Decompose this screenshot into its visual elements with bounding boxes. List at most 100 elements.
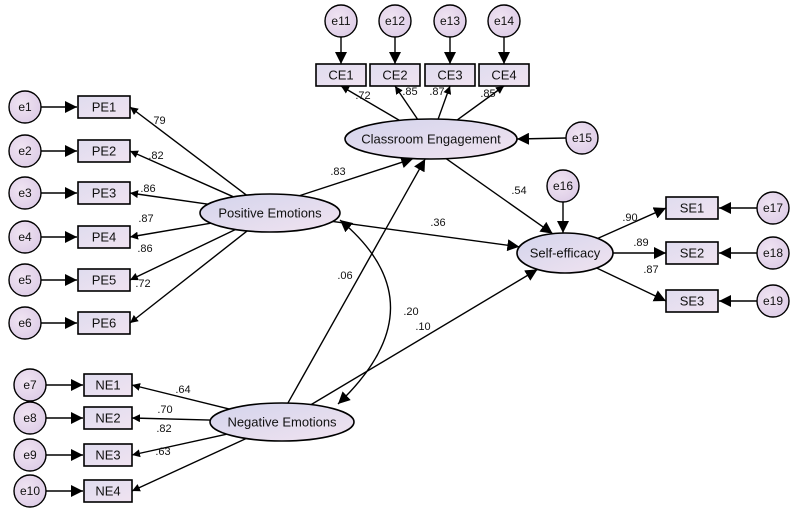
- error-e12-label: e12: [385, 14, 405, 28]
- ce-loading-arrow-2: [394, 85, 419, 120]
- error-e6-label: e6: [18, 316, 32, 330]
- pe5-loading-value: .86: [137, 243, 152, 255]
- ne3-loading-value: .82: [156, 423, 171, 435]
- positive-emotions-ellipse: [199, 193, 341, 233]
- se2-loading-value: .89: [633, 237, 648, 249]
- ce2-indicator-label: CE2: [382, 67, 407, 82]
- se3-loading-value: .87: [643, 264, 658, 276]
- pe1-indicator-box: [77, 95, 131, 119]
- pe1-indicator-label: PE1: [92, 99, 117, 114]
- covariance-pe-ne-arc: [337, 219, 392, 405]
- ne1-indicator-label: NE1: [95, 377, 120, 392]
- error-e7-label: e7: [23, 378, 37, 392]
- path-pe-to-se: [332, 220, 520, 252]
- error-e10-label: e10: [20, 484, 40, 498]
- positive-emotions-label: Positive Emotions: [218, 205, 322, 220]
- ce4-loading-value: .85: [480, 88, 495, 100]
- path-pe-se-value: .36: [430, 217, 445, 229]
- error-e11-label: e11: [331, 14, 350, 28]
- error-e9-circle: [13, 438, 47, 472]
- error-e4-circle: [8, 220, 42, 254]
- pe-loading-arrow-6: [129, 230, 248, 324]
- ce1-indicator-label: CE1: [328, 67, 353, 82]
- path-ne-se-value: .10: [415, 321, 430, 333]
- se1-loading-value: .90: [622, 212, 637, 224]
- pe4-indicator-label: PE4: [92, 229, 117, 244]
- error-e1-circle: [8, 90, 42, 124]
- pe1-loading-value: .79: [150, 115, 165, 127]
- error-e18-circle: [756, 236, 790, 270]
- ce3-indicator-label: CE3: [437, 67, 462, 82]
- se1-indicator-label: SE1: [680, 200, 705, 215]
- path-ce-se-value: .54: [511, 185, 526, 197]
- ne-loading-arrow-2: [131, 414, 211, 423]
- ne-loading-arrow-4: [131, 437, 247, 492]
- error-e1-label: e1: [18, 100, 32, 114]
- error-e16-label: e16: [553, 179, 573, 193]
- se2-indicator-box: [665, 241, 719, 265]
- error-e3-label: e3: [18, 186, 32, 200]
- ne3-indicator-box: [83, 443, 133, 467]
- pe3-indicator-label: PE3: [92, 185, 117, 200]
- error-e13-circle: [433, 4, 467, 38]
- error-e2-circle: [8, 134, 42, 168]
- error-e7-circle: [13, 368, 47, 402]
- ce3-loading-value: .87: [429, 86, 444, 98]
- path-ne-ce-value: .06: [337, 270, 352, 282]
- ce3-indicator-box: [424, 63, 476, 87]
- error-e8-circle: [13, 401, 47, 435]
- ne1-indicator-box: [83, 373, 133, 397]
- ne-loading-arrow-3: [131, 433, 227, 458]
- path-e15-to-ce: [516, 132, 567, 145]
- self-efficacy-ellipse: [516, 232, 614, 274]
- pe-loading-arrow-3: [129, 190, 209, 205]
- ce4-indicator-label: CE4: [491, 67, 516, 82]
- pe-loading-arrow-5: [129, 228, 236, 281]
- pe4-loading-value: .87: [138, 213, 153, 225]
- se-loading-arrow-3: [596, 267, 667, 302]
- ne4-indicator-label: NE4: [95, 483, 120, 498]
- error-e11-circle: [324, 4, 358, 38]
- path-pe-to-ce: [299, 156, 414, 197]
- ne4-loading-value: .63: [155, 446, 170, 458]
- error-e14-circle: [487, 4, 521, 38]
- pe2-indicator-label: PE2: [92, 143, 117, 158]
- pe4-indicator-box: [77, 225, 131, 249]
- error-e4-label: e4: [18, 230, 32, 244]
- error-e13-label: e13: [440, 14, 460, 28]
- pe2-indicator-box: [77, 139, 131, 163]
- error-e5-label: e5: [18, 273, 32, 287]
- edges-layer: [41, 37, 757, 497]
- error-e10-circle: [13, 474, 47, 508]
- error-e16-circle: [546, 169, 580, 203]
- path-pe-ce-value: .83: [330, 166, 345, 178]
- pe6-indicator-label: PE6: [92, 315, 117, 330]
- ce2-indicator-box: [369, 63, 421, 87]
- error-e17-label: e17: [763, 201, 783, 215]
- error-e19-circle: [756, 284, 790, 318]
- ce-loading-arrow-4: [456, 85, 505, 121]
- se1-indicator-box: [665, 196, 719, 220]
- error-e6-circle: [8, 306, 42, 340]
- pe5-indicator-label: PE5: [92, 272, 117, 287]
- error-e5-circle: [8, 263, 42, 297]
- path-ne-to-ce: [287, 158, 426, 404]
- pe5-indicator-box: [77, 268, 131, 292]
- ne2-indicator-box: [83, 406, 133, 430]
- path-ne-to-se: [310, 268, 538, 406]
- error-e18-label: e18: [763, 246, 783, 260]
- error-e12-circle: [378, 4, 412, 38]
- se3-indicator-label: SE3: [680, 293, 705, 308]
- ce1-loading-value: .72: [355, 90, 370, 102]
- ne1-loading-value: .64: [175, 384, 190, 396]
- se3-indicator-box: [665, 289, 719, 313]
- ne2-loading-value: .70: [157, 404, 172, 416]
- pe3-loading-value: .86: [140, 183, 155, 195]
- ce-loading-arrow-3: [437, 85, 452, 120]
- se2-indicator-label: SE2: [680, 245, 705, 260]
- covariance-pe-ne-value: .20: [403, 306, 418, 318]
- pe3-indicator-box: [77, 181, 131, 205]
- error-e14-label: e14: [494, 14, 514, 28]
